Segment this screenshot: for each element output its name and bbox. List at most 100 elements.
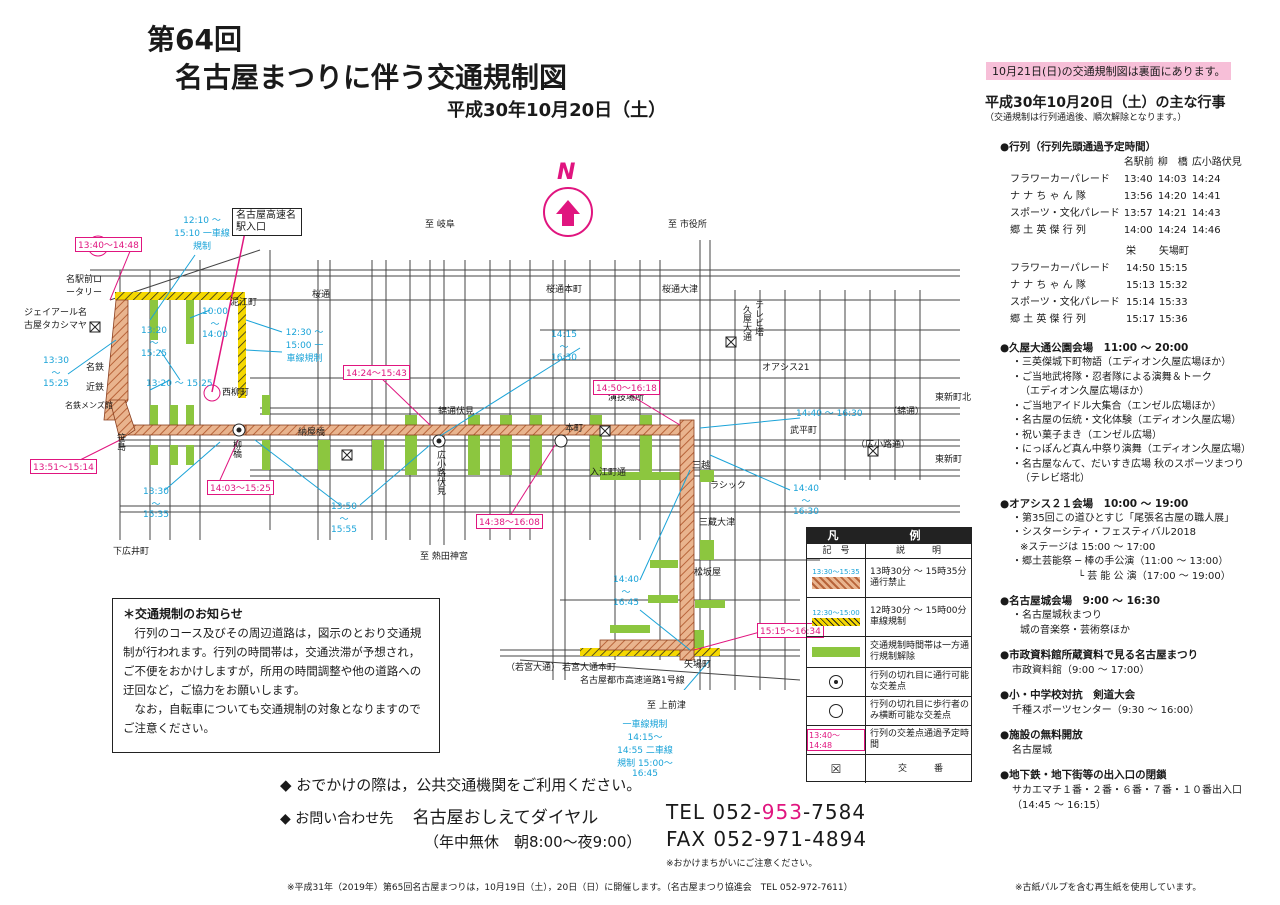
legend-desc: 行列の切れ目に歩行者のみ横断可能な交差点 xyxy=(870,700,970,721)
td: ナ ナ ち ゃ ん 隊 xyxy=(1010,280,1086,291)
td: 14:46 xyxy=(1191,225,1221,236)
green-swatch xyxy=(812,647,860,657)
time-label: 12:10 ～ 15:10 一車線規制 xyxy=(174,216,230,252)
schedule-subtitle: （交通規制は行列通過後、順次解除となります。） xyxy=(985,113,1187,123)
list-item: ・名古屋城秋まつり xyxy=(1012,610,1102,621)
oasis-items: ・第35回この道ひとすじ「尾張名古屋の職人展」 ・シスターシティ・フェスティバル… xyxy=(1000,512,1270,585)
subway-items: サカエマチ１番・２番・６番・７番・１０番出入口 （14:45 ～ 16:15） xyxy=(1000,783,1270,813)
road-grid xyxy=(90,240,960,690)
label-meieki-mens: 名鉄メンズ館 xyxy=(65,401,113,410)
label-mitsukoshi: 三越 xyxy=(692,461,711,471)
time-label: 12:30 ～ 15:00 一車線規制 xyxy=(285,328,324,364)
notice-heading: ＊交通規制のお知らせ xyxy=(123,607,243,621)
footer-note: ※平成31年（2019年）第65回名古屋まつりは，10月19日（土），20日（日… xyxy=(287,883,853,893)
kendo-heading: ●小・中学校対抗 剣道大会 xyxy=(1000,689,1136,701)
label-kamimaezu: 至 上前津 xyxy=(647,701,686,711)
list-item: ・にっぽんど真ん中祭り演舞（エディオン久屋広場） xyxy=(1012,444,1251,455)
list-item: ※ステージは 15:00 ～ 17:00 xyxy=(1020,541,1156,553)
time-label: 14:40 ～ 16:45 xyxy=(613,575,639,608)
contact-hours: （年中無休 朝8:00～夜9:00） xyxy=(424,833,642,851)
label-sasashima: 笹島 xyxy=(115,433,125,451)
page-edition: 第64回 xyxy=(147,23,242,56)
pass-time-box: 14:38～16:08 xyxy=(476,514,543,529)
label-tv: テレビ塔 xyxy=(753,300,763,336)
label-sakura-otsu: 桜通大津 xyxy=(662,285,699,295)
label-kintetsu: 近鉄 xyxy=(86,383,105,393)
hisaya-items: ・三英傑城下町物語（エディオン久屋広場ほか） ・ご当地武将隊・忍者隊による演舞＆… xyxy=(1000,356,1270,487)
label-hirokoji: （広小路通） xyxy=(856,440,911,450)
yellow-swatch xyxy=(812,618,860,626)
td: 14:24 xyxy=(1191,174,1221,185)
label-wakamiya-honmachi: 若宮大通本町 xyxy=(562,663,617,673)
label-ekimae-road: 泥江町 xyxy=(230,298,258,308)
th xyxy=(1010,244,1126,261)
time-label: 13:20 ～ 15:25 xyxy=(141,326,167,359)
footer-recycled: ※古紙パルプを含む再生紙を使用しています。 xyxy=(1015,883,1202,893)
label-atsuta: 至 熱田神宮 xyxy=(420,552,468,562)
hisaya-heading: ●久屋大通公園会場 11:00 ～ 20:00 xyxy=(1000,342,1189,354)
facility-heading: ●施設の無料開放 xyxy=(1000,729,1083,741)
td: ナ ナ ち ゃ ん 隊 xyxy=(1010,191,1086,202)
label-sankura: 三蔵大津 xyxy=(699,518,736,528)
td: 15:15 xyxy=(1158,263,1188,274)
td: 15:14 xyxy=(1126,297,1155,308)
pass-time-box: 14:50～16:18 xyxy=(593,380,660,395)
label-hirokoji-fushimi: 広小路伏見 xyxy=(435,450,445,495)
schedule-list: ●行列（行列先頭通過予定時間） 名駅前 柳 橋 広小路伏見 フラワーカーパレード… xyxy=(1000,140,1270,813)
list-item: ・三英傑城下町物語（エディオン久屋広場ほか） xyxy=(1012,357,1232,368)
list-item: サカエマチ１番・２番・６番・７番・１０番出入口 xyxy=(1012,785,1242,796)
legend-symbol: ☒ xyxy=(807,755,866,783)
legend-desc: 交通規制時間帯は一方通行規制解除 xyxy=(870,641,970,662)
archives-items: 市政資料館（9:00 ～ 17:00） xyxy=(1000,663,1270,678)
oasis-heading: ●オアシス２１会場 10:00 ～ 19:00 xyxy=(1000,497,1189,510)
callout-lines xyxy=(67,254,801,690)
legend-symbol: 13:30～15:35 xyxy=(807,559,866,597)
label-higashishinmachi: 東新町 xyxy=(935,455,963,465)
label-oasis: オアシス21 xyxy=(762,363,810,373)
label-honmachi: 本町 xyxy=(565,424,584,434)
legend-desc: 交 番 xyxy=(897,763,943,774)
legend-symbol: 12:30～15:00 xyxy=(807,598,866,636)
traffic-notice-box: ＊交通規制のお知らせ 行列のコース及びその周辺道路は，図示のとおり交通規制が行わ… xyxy=(112,598,440,753)
td: 15:32 xyxy=(1158,280,1188,291)
castle-heading: ●名古屋城会場 9:00 ～ 16:30 xyxy=(1000,595,1161,607)
legend-desc: 行列の切れ目に通行可能な交差点 xyxy=(870,671,970,692)
parade-heading: ●行列（行列先頭通過予定時間） xyxy=(1000,141,1157,153)
td: 14:20 xyxy=(1157,191,1187,202)
td: 郷 土 英 傑 行 列 xyxy=(1010,225,1086,236)
list-item: （テレビ塔北） xyxy=(1020,473,1090,484)
td: スポーツ・文化パレード xyxy=(1010,297,1120,308)
td: 15:33 xyxy=(1158,297,1188,308)
legend-row: 行列の切れ目に歩行者のみ横断可能な交差点 xyxy=(807,697,971,726)
kendo-items: 千種スポーツセンター（9:30 ～ 16:00） xyxy=(1000,703,1270,718)
notice-body-1: 行列のコース及びその周辺道路は，図示のとおり交通規制が行われます。行列の時間帯は… xyxy=(123,626,422,697)
label-meieki-rotary: 名駅前ロータリー xyxy=(66,275,103,298)
expressway-entrance-box: 名古屋高速名駅入口 xyxy=(232,208,302,236)
tel-number: TEL 052-953-7584 xyxy=(666,800,866,824)
legend-row: 12:30～15:00 12時30分 ～ 15時00分 車線規制 xyxy=(807,598,976,637)
td: 14:50 xyxy=(1126,263,1155,274)
careful-note: ※おかけまちがいにご注意ください。 xyxy=(666,859,818,869)
legend-desc: 行列の交差点通過予定時間 xyxy=(870,729,970,750)
legend-pass-time: 13:40～14:48 xyxy=(807,729,865,751)
expressway-label: 名古屋高速名駅入口 xyxy=(236,210,296,233)
subway-heading: ●地下鉄・地下街等の出入口の閉鎖 xyxy=(1000,769,1167,781)
label-nishiyanagi: 西柳町 xyxy=(222,388,250,398)
page-date: 平成30年10月20日（土） xyxy=(447,100,667,121)
label-nishiki-fushimi: 錦通伏見 xyxy=(438,407,475,417)
td: フラワーカーパレード xyxy=(1010,263,1110,274)
legend-symbol xyxy=(807,697,866,725)
castle-items: ・名古屋城秋まつり 城の音楽祭・芸術祭ほか xyxy=(1000,609,1270,638)
label-nishikidori: （錦通） xyxy=(888,407,925,417)
td: 13:56 xyxy=(1123,191,1153,202)
passable-intersection-icon xyxy=(829,675,843,689)
page-title: 名古屋まつりに伴う交通規制図 xyxy=(175,61,568,94)
koban-icon: ☒ xyxy=(830,762,842,776)
th: 柳 橋 xyxy=(1157,157,1188,168)
list-item: 名古屋城 xyxy=(1012,745,1052,756)
hatch-swatch xyxy=(812,577,860,589)
time-label: 一車線規制 14:15～14:55 二車線規制 15:00～16:45 xyxy=(617,720,673,779)
legend-desc: 13時30分 ～ 15時35分 通行禁止 xyxy=(870,567,976,588)
tel-highlight: 953 xyxy=(761,800,803,824)
